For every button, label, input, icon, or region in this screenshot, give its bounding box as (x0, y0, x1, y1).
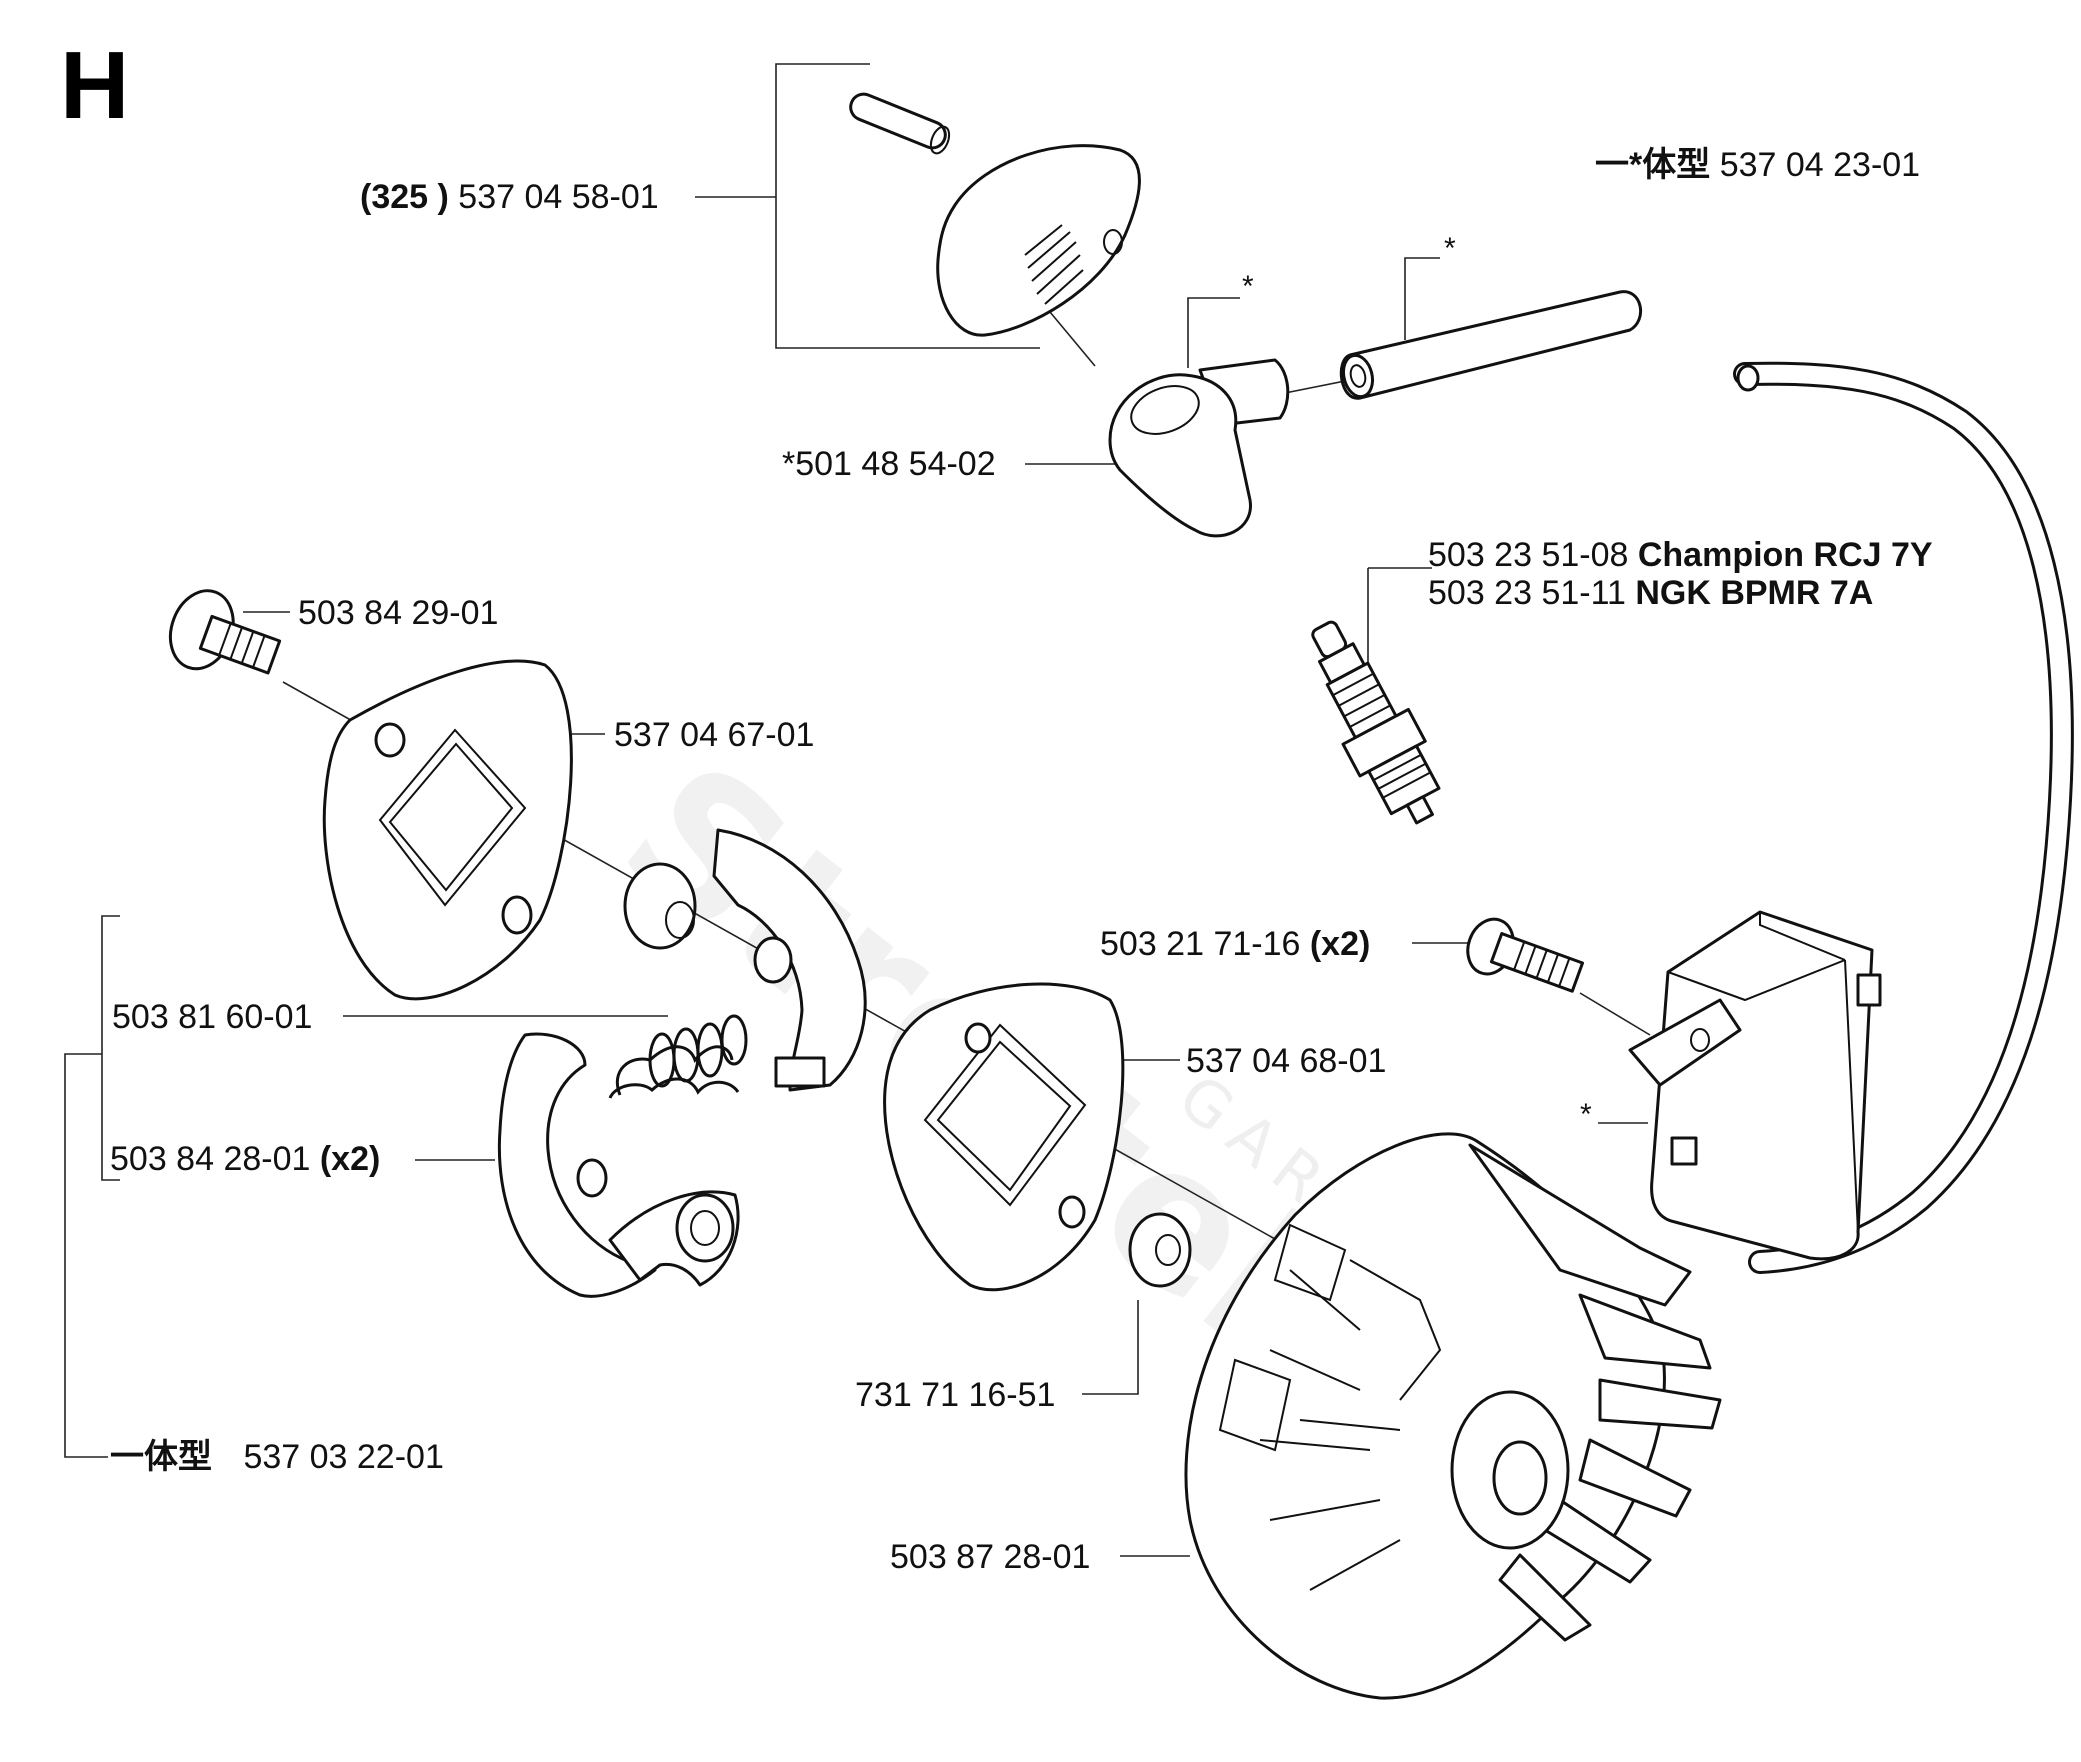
shoe-part-number: 503 84 28-01 (110, 1140, 311, 1178)
spring-part-number: 503 81 60-01 (112, 998, 313, 1036)
asterisk-tube: * (1444, 232, 1456, 265)
washer (1128, 1212, 1192, 1288)
clutch-spring (608, 1014, 748, 1099)
shoulder-screw-label: 503 84 29-01 (298, 596, 498, 630)
clutch-plate-lower (883, 982, 1125, 1292)
clutch-plate-upper (322, 659, 573, 1001)
shoe-qty: (x2) (319, 1140, 381, 1178)
spark-plug-1-brand: Champion RCJ 7Y (1637, 536, 1933, 574)
spark-plug (1311, 620, 1441, 825)
clutch-set-label: 一体型 537 03 22-01 (110, 1440, 444, 1474)
asterisk-coil: * (1580, 1098, 1592, 1131)
guard-part-number: 537 04 58-01 (458, 178, 659, 216)
shoe-label: 503 84 28-01 (x2) (110, 1142, 380, 1176)
shoulder-screw-part-number: 503 84 29-01 (298, 594, 499, 632)
ignition-set-label: 一*体型 537 04 23-01 (1595, 148, 1920, 182)
clutch-set-part-number: 537 03 22-01 (243, 1438, 444, 1476)
asterisk-boot: * (1242, 270, 1254, 303)
spark-plug-2-part-number: 503 23 51-11 (1428, 574, 1626, 612)
ignition-set-prefix: 一*体型 (1595, 146, 1711, 184)
flywheel-part-number: 503 87 28-01 (890, 1538, 1091, 1576)
clutch-shoe-lower (497, 1032, 740, 1298)
coil-screw (1466, 917, 1585, 993)
spark-cap-part-number: *501 48 54-02 (782, 445, 996, 483)
section-letter: H (60, 32, 130, 139)
plate-lower-part-number: 537 04 68-01 (1186, 1042, 1387, 1080)
spark-plug-1-part-number: 503 23 51-08 (1428, 536, 1629, 574)
spark-plug-boot (1108, 358, 1290, 538)
clutch-set-prefix: 一体型 (110, 1438, 212, 1476)
guard-cover (849, 92, 1141, 337)
spring-label: 503 81 60-01 (112, 1000, 312, 1034)
washer-label: 731 71 16-51 (855, 1378, 1055, 1412)
ignition-lead-tube (1339, 290, 1642, 400)
flywheel-label: 503 87 28-01 (890, 1540, 1090, 1574)
spark-plug-label-1: 503 23 51-08 Champion RCJ 7Y (1428, 538, 1933, 572)
ignition-coil (1628, 910, 1882, 1261)
high-tension-wire (1733, 361, 2074, 1274)
coil-screw-part-number: 503 21 71-16 (1100, 925, 1301, 963)
guard-label: (325 ) 537 04 58-01 (360, 180, 659, 214)
coil-screw-qty: (x2) (1309, 925, 1371, 963)
clutch-shoe-upper (623, 828, 867, 1092)
plate-upper-label: 537 04 67-01 (614, 718, 814, 752)
washer-part-number: 731 71 16-51 (855, 1376, 1056, 1414)
plate-lower-label: 537 04 68-01 (1186, 1044, 1386, 1078)
spark-plug-2-brand: NGK BPMR 7A (1635, 574, 1874, 612)
shoulder-screw (168, 589, 282, 675)
coil-screw-label: 503 21 71-16 (x2) (1100, 927, 1370, 961)
spark-cap-label: *501 48 54-02 (782, 447, 996, 481)
spark-plug-label-2: 503 23 51-11 NGK BPMR 7A (1428, 576, 1873, 610)
flywheel (1184, 1132, 1722, 1700)
plate-upper-part-number: 537 04 67-01 (614, 716, 815, 754)
guard-prefix: (325 ) (360, 178, 449, 216)
ignition-set-part-number: 537 04 23-01 (1719, 146, 1921, 184)
